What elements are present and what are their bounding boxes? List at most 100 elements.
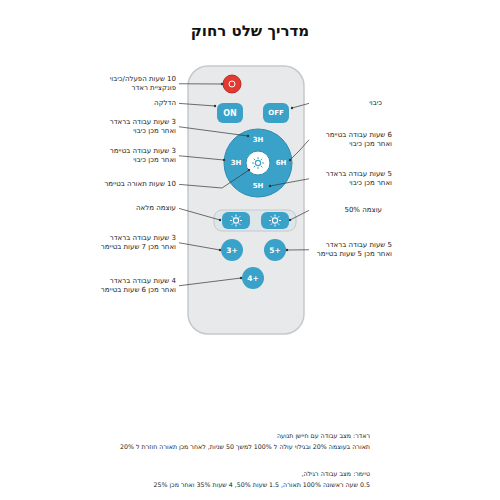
sun-icons [229, 81, 281, 227]
button-label: 5+ [269, 246, 281, 255]
sun-ray [236, 225, 237, 227]
sun-ray [278, 223, 279, 224]
remote-button: ON [218, 104, 242, 122]
sun-ray [236, 215, 237, 217]
button-callout: 10 שעות הפעלה/כיבוי פונקציית ראדר [86, 75, 176, 93]
sun-ray [261, 159, 262, 160]
leader-dot [291, 107, 293, 109]
remote-button: 3H [248, 134, 268, 147]
button-callout: 10 שעות תאורה בטיימר [96, 180, 176, 189]
leader-dot [219, 249, 221, 251]
leader-dot [240, 277, 242, 279]
sun-ray [278, 216, 279, 217]
button-3plus-shape [221, 239, 243, 261]
full-power-button [222, 212, 250, 229]
sun-icon [272, 218, 277, 223]
leader-dot [269, 185, 271, 187]
button-4plus-shape [242, 267, 264, 289]
on-button-shape [217, 103, 243, 123]
leader-dot [214, 105, 216, 107]
radar-button [223, 75, 241, 93]
leader-dot [289, 159, 291, 161]
button-callout: עוצמה 50% [312, 206, 382, 215]
leader-dot [221, 83, 223, 85]
sun-ray [271, 223, 272, 224]
leader-line [179, 170, 249, 188]
half-power-button [261, 212, 289, 229]
button-label: 4+ [247, 274, 259, 283]
leader-dot [219, 219, 221, 221]
leader-dot [223, 159, 225, 161]
button-callout: 5 שעות עבודה בראדר ואחר מכן כיבוי [312, 170, 392, 188]
button-5plus-shape [264, 239, 286, 261]
button-callout: 6 שעות עבודה בטיימר ואחר מכן כיבוי [312, 131, 392, 149]
sun-ray [261, 166, 262, 167]
button-callout: כיבוי [312, 99, 382, 108]
leader-line [292, 103, 309, 108]
leader-line [270, 179, 309, 186]
button-callout: 5 שעות עבודה בראדר ואחר מכן 5 שעות בטיימ… [312, 241, 392, 259]
remote-button: 3H [227, 157, 245, 170]
sun-ray [232, 216, 233, 217]
button-label: ON [223, 109, 237, 118]
radar-icon [229, 81, 235, 87]
button-label: 3H [253, 136, 264, 144]
sun-ray [252, 163, 254, 164]
note-text: ראדר: מצב עבודה עם חיישן תנועה [40, 432, 370, 440]
button-label: 6H [276, 159, 287, 167]
button-callout: 4 שעות עבודה בראדר ואחר מכן 6 שעות בטיימ… [96, 277, 176, 295]
leader-line [287, 249, 309, 250]
title: מדריך שלט רחוק [100, 22, 400, 40]
remote-button: OFF [264, 104, 288, 122]
leader-line [290, 140, 309, 160]
sun-ray [269, 220, 271, 221]
leader-dot [247, 135, 249, 137]
leader-line [179, 208, 220, 220]
button-label: OFF [268, 109, 284, 117]
leader-dot [286, 249, 288, 251]
center-button [246, 151, 270, 175]
button-label: 3+ [226, 246, 238, 255]
leader-line [290, 210, 309, 220]
power-buttons-bar [214, 210, 296, 231]
leader-line [179, 83, 222, 84]
button-label: 3H [231, 159, 242, 167]
leader-dot [248, 169, 250, 171]
leader-line [179, 103, 215, 106]
sun-ray [239, 223, 240, 224]
off-button-shape [263, 103, 289, 123]
remote-button: 3+ [222, 240, 242, 260]
leader-line [179, 243, 220, 250]
sun-ray [258, 157, 259, 159]
sun-icon [233, 218, 238, 223]
note-text: תאורה בעוצמה 20% ובגילוי עולה ל 100% למש… [40, 443, 370, 451]
sun-ray [262, 163, 264, 164]
leader-line [179, 127, 248, 136]
remote-button: 4+ [243, 268, 263, 288]
sun-ray [275, 215, 276, 217]
sun-ray [271, 216, 272, 217]
sun-ray [279, 220, 281, 221]
button-label: 5H [253, 182, 264, 190]
sun-icon [255, 160, 260, 165]
sun-ray [230, 220, 232, 221]
note-text: טיימר: מצב עבודה רגילה, [40, 470, 370, 478]
sun-ray [254, 159, 255, 160]
button-callout: 3 שעות עבודה בטיימר ואחר מכן כיבוי [96, 147, 176, 165]
button-callout: 3 שעות עבודה בראדר ואחר מכן 7 שעות בטיימ… [96, 234, 176, 252]
leader-lines [179, 83, 309, 286]
remote-button: 5H [248, 180, 268, 193]
sun-ray [254, 166, 255, 167]
remote-body [188, 66, 304, 334]
leader-dot [289, 219, 291, 221]
sun-ray [232, 223, 233, 224]
direction-pad [224, 129, 292, 197]
sun-ray [239, 216, 240, 217]
button-callout: הדלקה [110, 99, 176, 108]
remote-button: 5+ [265, 240, 285, 260]
button-callout: 3 שעות עבודה בראדר ואחר מכן כיבוי [96, 118, 176, 136]
button-callout: עוצמה מלאה [110, 204, 176, 213]
sun-ray [258, 167, 259, 169]
sun-ray [240, 220, 242, 221]
